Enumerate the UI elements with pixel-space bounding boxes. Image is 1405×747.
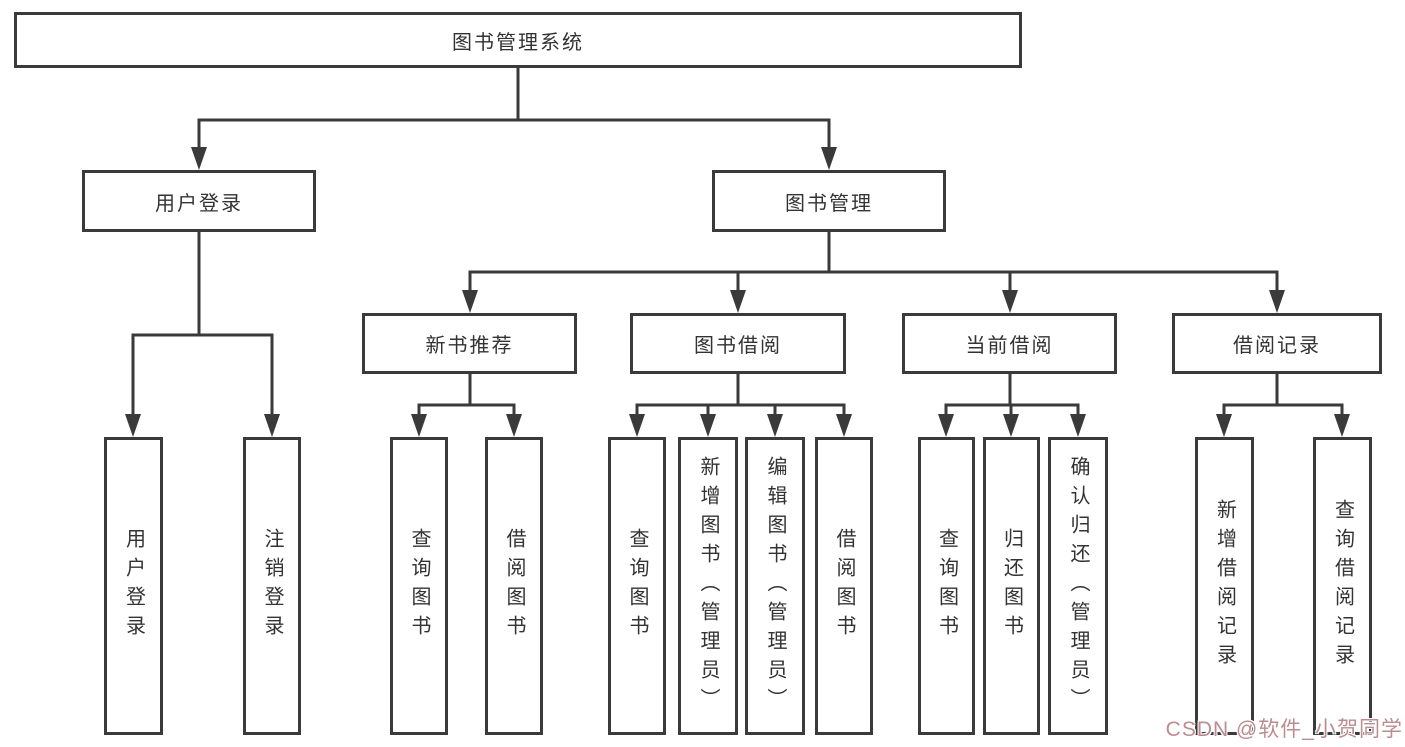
connector-records-to-leaves: [1222, 374, 1344, 417]
node-current-borrowing: 当前借阅: [902, 313, 1117, 374]
node-book-management-label: 图书管理: [785, 192, 873, 215]
connector-userlogin-to-leaves: [131, 232, 274, 417]
node-borrow-records: 借阅记录: [1172, 313, 1382, 374]
leaf-bb-edit-books-label: 编辑图书（管理员）: [764, 455, 786, 717]
leaf-br-add-record-label: 新增借阅记录: [1213, 499, 1236, 673]
leaf-nb-query-books-label: 查询图书: [408, 528, 430, 644]
leaf-logout-label: 注销登录: [261, 528, 283, 644]
node-root-label: 图书管理系统: [452, 31, 584, 54]
node-new-book-recommend-label: 新书推荐: [425, 335, 514, 357]
leaf-nb-borrow-books-label: 借阅图书: [503, 528, 525, 644]
leaf-cb-confirm-return: 确认归还（管理员）: [1048, 437, 1108, 735]
node-book-borrowing-label: 图书借阅: [694, 335, 782, 357]
csdn-watermark: CSDN @软件_小贺同学: [1165, 718, 1403, 741]
leaf-cb-confirm-return-label: 确认归还（管理员）: [1067, 455, 1089, 717]
leaf-nb-query-books: 查询图书: [390, 437, 448, 735]
node-book-management: 图书管理: [712, 170, 946, 232]
connector-borrowing-to-leaves: [635, 374, 846, 417]
leaf-bb-add-books-label: 新增图书（管理员）: [697, 455, 719, 717]
connector-bookmgmt-to-level3: [468, 232, 1279, 293]
leaf-bb-query-books-label: 查询图书: [626, 528, 648, 644]
connector-newbook-to-leaves: [417, 374, 516, 417]
connector-current-to-leaves: [944, 374, 1080, 417]
node-root-system: 图书管理系统: [14, 12, 1022, 68]
leaf-cb-query-books: 查询图书: [918, 437, 975, 735]
leaf-bb-edit-books: 编辑图书（管理员）: [745, 437, 805, 735]
node-current-borrowing-label: 当前借阅: [965, 335, 1054, 357]
leaf-bb-add-books: 新增图书（管理员）: [678, 437, 738, 735]
leaf-user-login: 用户登录: [104, 437, 163, 735]
arrowheads: [125, 147, 1350, 437]
leaf-cb-return-books-label: 归还图书: [1000, 528, 1023, 644]
leaf-nb-borrow-books: 借阅图书: [485, 437, 543, 735]
leaf-cb-return-books: 归还图书: [983, 437, 1040, 735]
leaf-br-query-record: 查询借阅记录: [1313, 437, 1372, 735]
leaf-br-add-record: 新增借阅记录: [1195, 437, 1254, 735]
node-user-login: 用户登录: [82, 170, 316, 232]
node-new-book-recommend: 新书推荐: [362, 313, 577, 374]
leaf-bb-query-books: 查询图书: [608, 437, 666, 735]
node-borrow-records-label: 借阅记录: [1233, 335, 1321, 357]
leaf-br-query-record-label: 查询借阅记录: [1331, 499, 1354, 673]
node-user-login-label: 用户登录: [155, 192, 243, 215]
leaf-bb-borrow-books: 借阅图书: [815, 437, 873, 735]
leaf-logout: 注销登录: [243, 437, 301, 735]
node-book-borrowing: 图书借阅: [630, 313, 846, 374]
connector-root-to-level2: [197, 68, 831, 150]
leaf-user-login-label: 用户登录: [122, 528, 145, 644]
leaf-bb-borrow-books-label: 借阅图书: [833, 528, 855, 644]
leaf-cb-query-books-label: 查询图书: [935, 528, 958, 644]
